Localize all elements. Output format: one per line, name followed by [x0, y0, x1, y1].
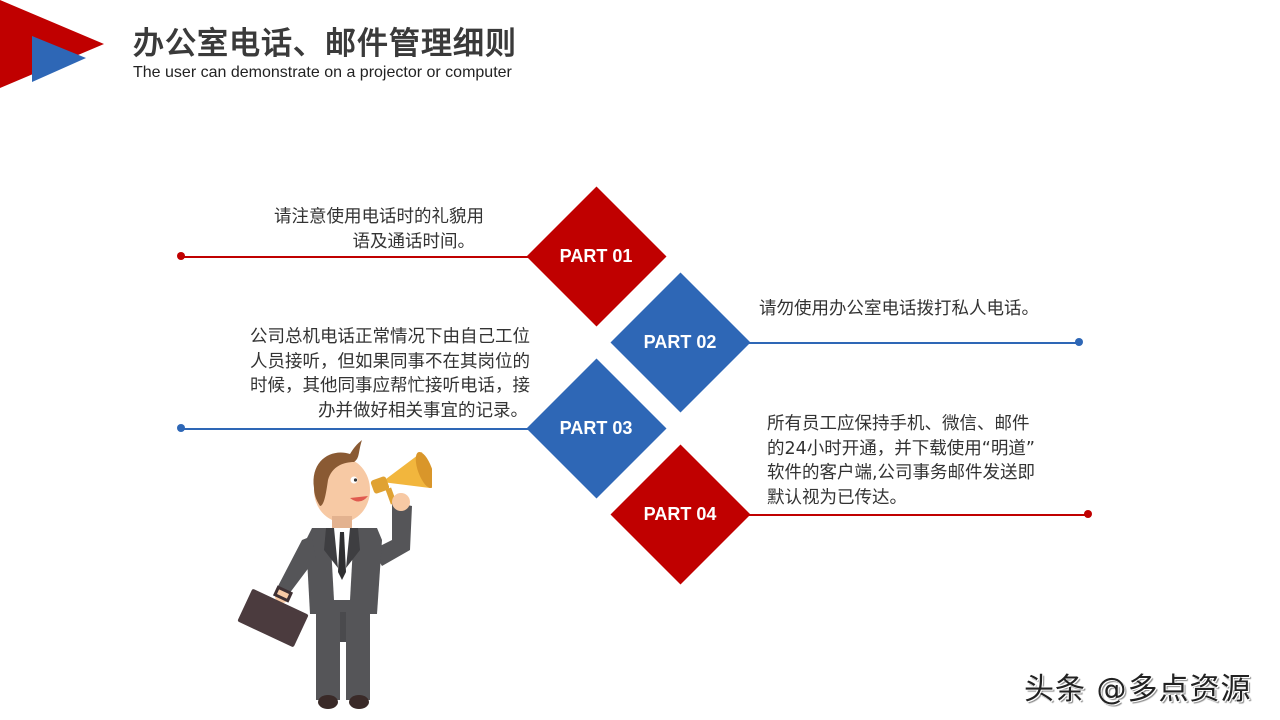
part-01-connector-dot — [177, 252, 185, 260]
part-04-line-2: 的24小时开通，并下载使用“明道” — [767, 438, 1035, 459]
part-02-connector-line — [748, 342, 1080, 344]
part-02-description: 请勿使用办公室电话拨打私人电话。 — [759, 297, 1089, 322]
part-03-line-2: 人员接听，但如果同事不在其岗位的 — [250, 351, 530, 372]
part-04-connector-dot — [1084, 510, 1092, 518]
part-03-label: PART 03 — [559, 418, 633, 438]
megaphone-icon — [370, 451, 432, 505]
part-01-line-2: 语及通话时间。 — [352, 231, 476, 252]
red-triangle-shape — [0, 0, 104, 88]
briefcase-icon — [237, 585, 309, 647]
part-04-line-1: 所有员工应保持手机、微信、邮件 — [767, 414, 1030, 434]
part-04-connector-line — [748, 514, 1088, 516]
part-02-line-1: 请勿使用办公室电话拨打私人电话。 — [759, 299, 1039, 319]
part-03-line-1: 公司总机电话正常情况下由自己工位 — [250, 327, 530, 347]
part-01-line-1: 请注意使用电话时的礼貌用 — [274, 207, 484, 227]
blue-triangle-shape — [32, 36, 86, 82]
part-04-line-4: 默认视为已传达。 — [767, 487, 907, 508]
part-01-connector-line — [182, 256, 528, 258]
page-title: 办公室电话、邮件管理细则 — [133, 26, 517, 62]
part-03-description: 公司总机电话正常情况下由自己工位 人员接听，但如果同事不在其岗位的 时候，其他同… — [190, 325, 530, 423]
part-01-label: PART 01 — [559, 246, 633, 266]
part-03-connector-line — [182, 428, 528, 430]
part-04-description: 所有员工应保持手机、微信、邮件 的24小时开通，并下载使用“明道” 软件的客户端… — [767, 412, 1097, 510]
businessman-megaphone-illustration — [237, 440, 432, 709]
part-03-connector-dot — [177, 424, 185, 432]
part-02-label: PART 02 — [643, 332, 717, 352]
part-03-line-4: 办并做好相关事宜的记录。 — [318, 400, 528, 421]
header-triangle-decoration — [0, 0, 104, 88]
part-04-line-3: 软件的客户端,公司事务邮件发送即 — [767, 463, 1036, 483]
part-01-description: 请注意使用电话时的礼貌用 语及通话时间。 — [200, 205, 520, 254]
part-04-label: PART 04 — [643, 504, 717, 524]
part-03-line-3: 时候，其他同事应帮忙接听电话，接 — [250, 376, 530, 396]
page-subtitle: The user can demonstrate on a projector … — [133, 64, 512, 81]
part-02-connector-dot — [1075, 338, 1083, 346]
watermark-text: 头条 @多点资源 — [1024, 672, 1252, 707]
